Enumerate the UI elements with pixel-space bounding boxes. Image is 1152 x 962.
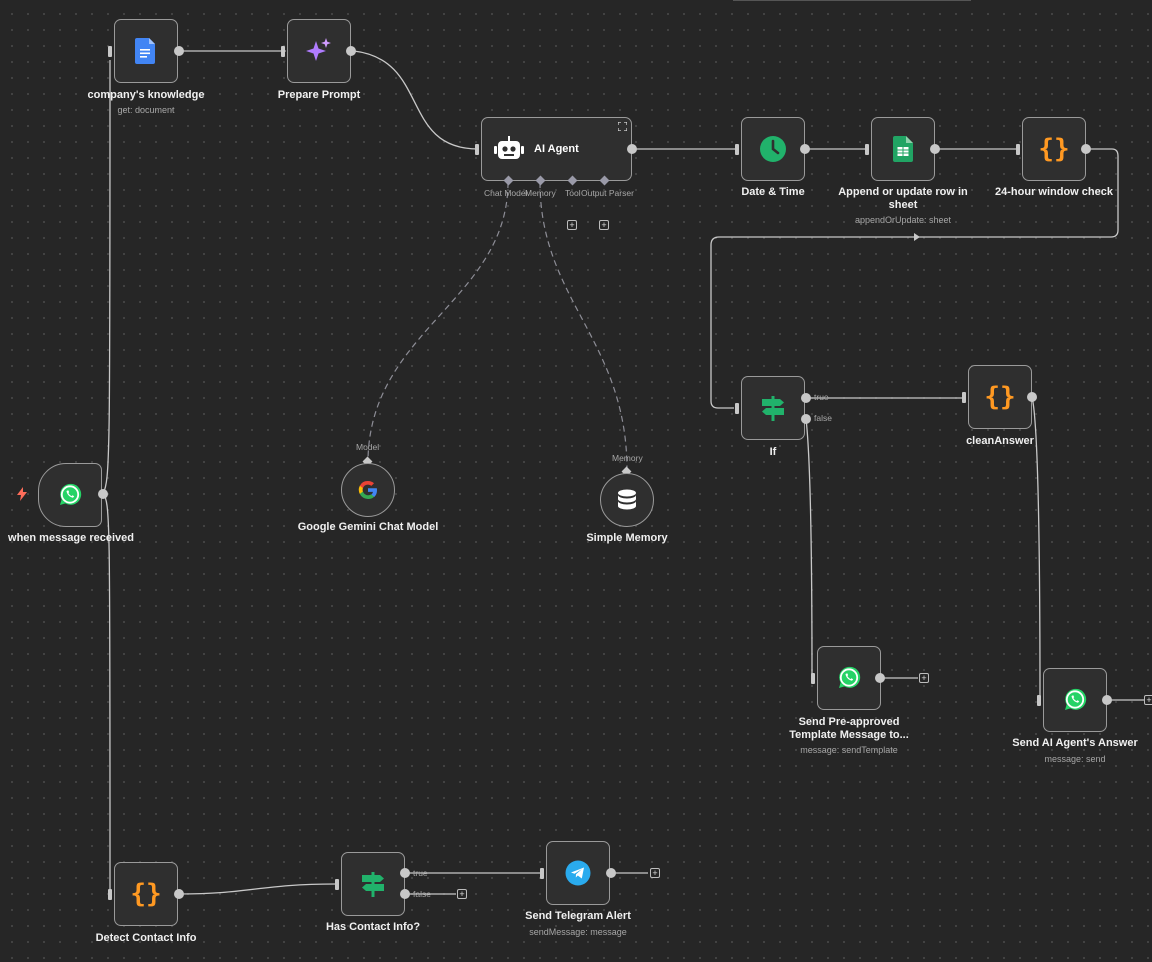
if-label: If (769, 446, 777, 458)
clean-answer-label: cleanAnswer (966, 435, 1034, 447)
google-icon (358, 480, 378, 500)
gemini-node[interactable] (341, 463, 395, 517)
whatsapp-icon (60, 483, 82, 505)
append-sheet-sub: appendOrUpdate: sheet (854, 215, 952, 225)
send-answer-node[interactable] (1043, 668, 1107, 732)
telegram-node[interactable] (546, 841, 610, 905)
trigger-label: when message received (8, 532, 134, 544)
company-knowledge-sub: get: document (117, 105, 175, 115)
detect-contact-label: Detect Contact Info (95, 932, 197, 944)
simple-memory-node[interactable] (600, 473, 654, 527)
add-after-telegram-button[interactable]: + (650, 868, 660, 878)
memory-port-label: Memory (612, 453, 643, 463)
signpost-icon (362, 872, 384, 897)
send-answer-sub: message: send (1044, 754, 1106, 764)
sparkles-icon (306, 38, 331, 61)
add-tool-button[interactable]: + (567, 220, 577, 230)
lightning-icon (17, 487, 27, 501)
gemini-label: Google Gemini Chat Model (297, 521, 439, 533)
company-knowledge-label: company's knowledge (87, 89, 205, 101)
database-icon (618, 489, 636, 510)
trigger-node[interactable] (38, 463, 102, 527)
port-memory: Memory (525, 188, 556, 198)
window-check-node[interactable]: {} (1022, 117, 1086, 181)
signpost-icon (762, 396, 784, 421)
clock-icon (760, 136, 786, 162)
google-docs-icon (135, 38, 155, 64)
company-knowledge-node[interactable] (114, 19, 178, 83)
send-template-sub: message: sendTemplate (800, 745, 898, 755)
gemini-port-label: Model (356, 442, 380, 452)
has-contact-label: Has Contact Info? (325, 921, 421, 933)
code-braces-icon: {} (1038, 134, 1070, 164)
port-tool: Tool (565, 188, 581, 198)
telegram-icon (565, 860, 591, 886)
has-contact-node[interactable] (341, 852, 405, 916)
send-template-node[interactable] (817, 646, 881, 710)
window-check-label: 24-hour window check (995, 186, 1113, 198)
add-after-template-button[interactable]: + (919, 673, 929, 683)
append-sheet-node[interactable] (871, 117, 935, 181)
date-time-node[interactable] (741, 117, 805, 181)
clean-answer-node[interactable]: {} (968, 365, 1032, 429)
has-contact-false-label: false (413, 889, 431, 899)
prepare-prompt-label: Prepare Prompt (277, 89, 361, 101)
send-template-label: Send Pre-approved Template Message to... (789, 716, 909, 741)
port-chat-model: Chat Model (484, 188, 528, 198)
add-after-answer-button[interactable]: + (1144, 695, 1152, 705)
code-braces-icon: {} (984, 382, 1016, 412)
ai-agent-node[interactable]: AI Agent (481, 117, 632, 181)
has-contact-true-label: true (413, 868, 428, 878)
if-true-label: true (814, 392, 829, 402)
robot-icon (494, 136, 524, 159)
expand-icon[interactable] (618, 122, 627, 131)
detect-contact-node[interactable]: {} (114, 862, 178, 926)
add-after-false-button[interactable]: + (457, 889, 467, 899)
add-output-parser-button[interactable]: + (599, 220, 609, 230)
port-output-parser: Output Parser (581, 188, 634, 198)
google-sheets-icon (893, 136, 913, 162)
date-time-label: Date & Time (741, 186, 805, 198)
code-braces-icon: {} (130, 879, 162, 909)
simple-memory-label: Simple Memory (586, 532, 668, 544)
if-false-label: false (814, 413, 832, 423)
whatsapp-icon (1065, 688, 1087, 710)
prepare-prompt-node[interactable] (287, 19, 351, 83)
send-answer-label: Send AI Agent's Answer (1012, 737, 1138, 749)
top-divider (733, 0, 971, 1)
telegram-sub: sendMessage: message (529, 927, 627, 937)
telegram-label: Send Telegram Alert (525, 910, 631, 922)
whatsapp-icon (839, 666, 861, 688)
append-sheet-label: Append or update row in sheet (838, 186, 968, 211)
if-node[interactable] (741, 376, 805, 440)
ai-agent-label: AI Agent (534, 143, 579, 155)
